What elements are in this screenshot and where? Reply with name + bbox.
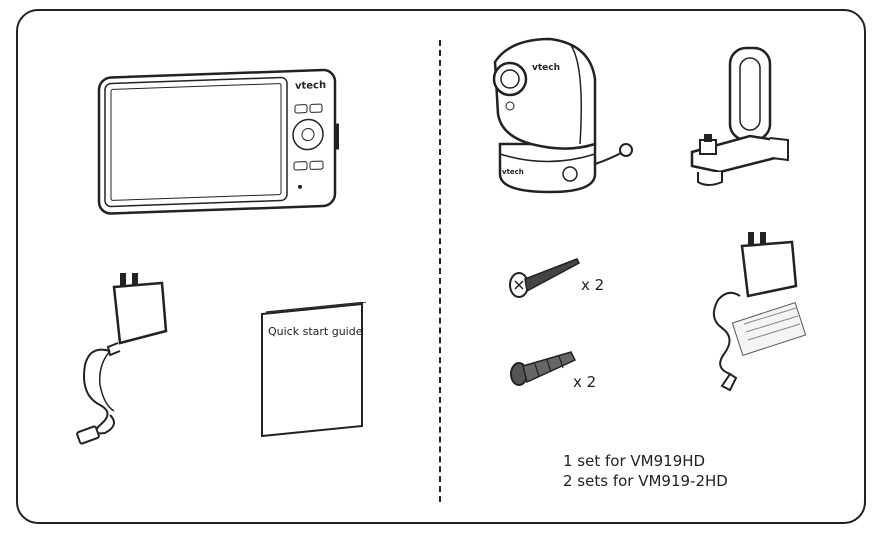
quick-start-guide-booklet xyxy=(258,302,370,438)
anchors-quantity: x 2 xyxy=(573,373,597,391)
section-divider xyxy=(439,40,441,502)
wall-mount-bracket xyxy=(680,40,800,190)
camera-power-adapter xyxy=(700,228,810,398)
monitor-power-adapter xyxy=(70,265,180,455)
svg-text:vtech: vtech xyxy=(502,168,524,176)
camera-adapter-note-line-1: 1 set for VM919HD xyxy=(563,452,706,470)
baby-unit-camera: vtech vtech xyxy=(480,34,640,204)
mounting-screw xyxy=(505,255,585,300)
wall-anchor xyxy=(505,340,585,390)
screws-quantity: x 2 xyxy=(581,276,605,294)
camera-adapter-note-line-2: 2 sets for VM919-2HD xyxy=(563,472,728,490)
quick-start-guide-title: Quick start guide xyxy=(268,325,363,338)
camera-brand-logo: vtech xyxy=(532,63,560,73)
monitor-brand-logo: vtech xyxy=(295,80,326,92)
parent-unit-monitor: vtech xyxy=(95,66,345,216)
